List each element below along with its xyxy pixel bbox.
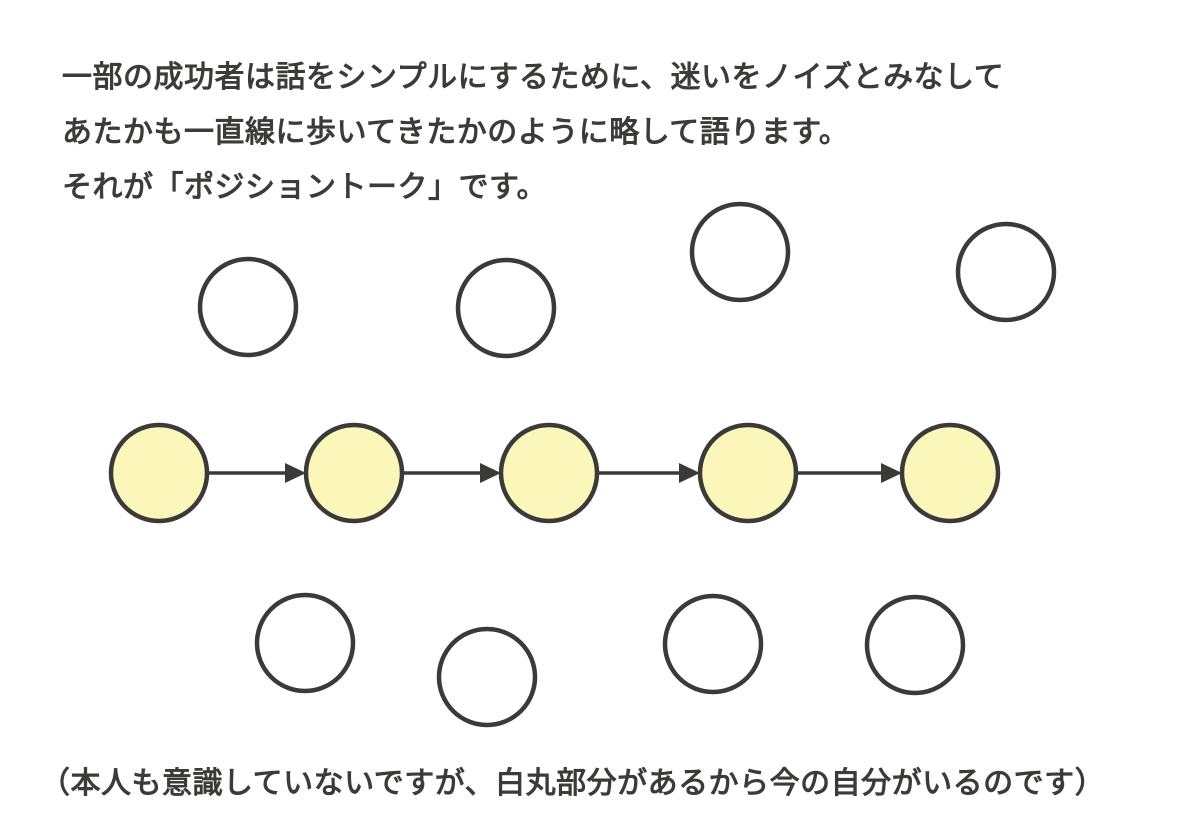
arrow-head (285, 463, 306, 483)
arrow-head (679, 463, 700, 483)
noise-circle (197, 256, 299, 358)
arrow-head (881, 463, 902, 483)
path-circle (498, 422, 600, 524)
noise-circle (864, 594, 966, 696)
intro-text: 一部の成功者は話をシンプルにするために、迷いをノイズとみなして あたかも一直線に… (62, 50, 1004, 215)
intro-line-3: それが「ポジショントーク」です。 (62, 170, 547, 205)
noise-circle (662, 593, 764, 695)
path-circle (303, 422, 405, 524)
noise-circle (955, 221, 1057, 323)
arrow-head (480, 463, 501, 483)
noise-circle (436, 626, 538, 728)
noise-circle (254, 592, 356, 694)
path-circle (899, 422, 1001, 524)
path-circle (697, 422, 799, 524)
intro-line-1: 一部の成功者は話をシンプルにするために、迷いをノイズとみなして (62, 60, 1005, 95)
intro-line-2: あたかも一直線に歩いてきたかのように略して語ります。 (62, 115, 850, 150)
path-circle (108, 422, 210, 524)
noise-circle (455, 257, 557, 359)
footer-note: （本人も意識していないですが、白丸部分があるから今の自分がいるのです） (40, 766, 1106, 801)
noise-circle (689, 201, 791, 303)
